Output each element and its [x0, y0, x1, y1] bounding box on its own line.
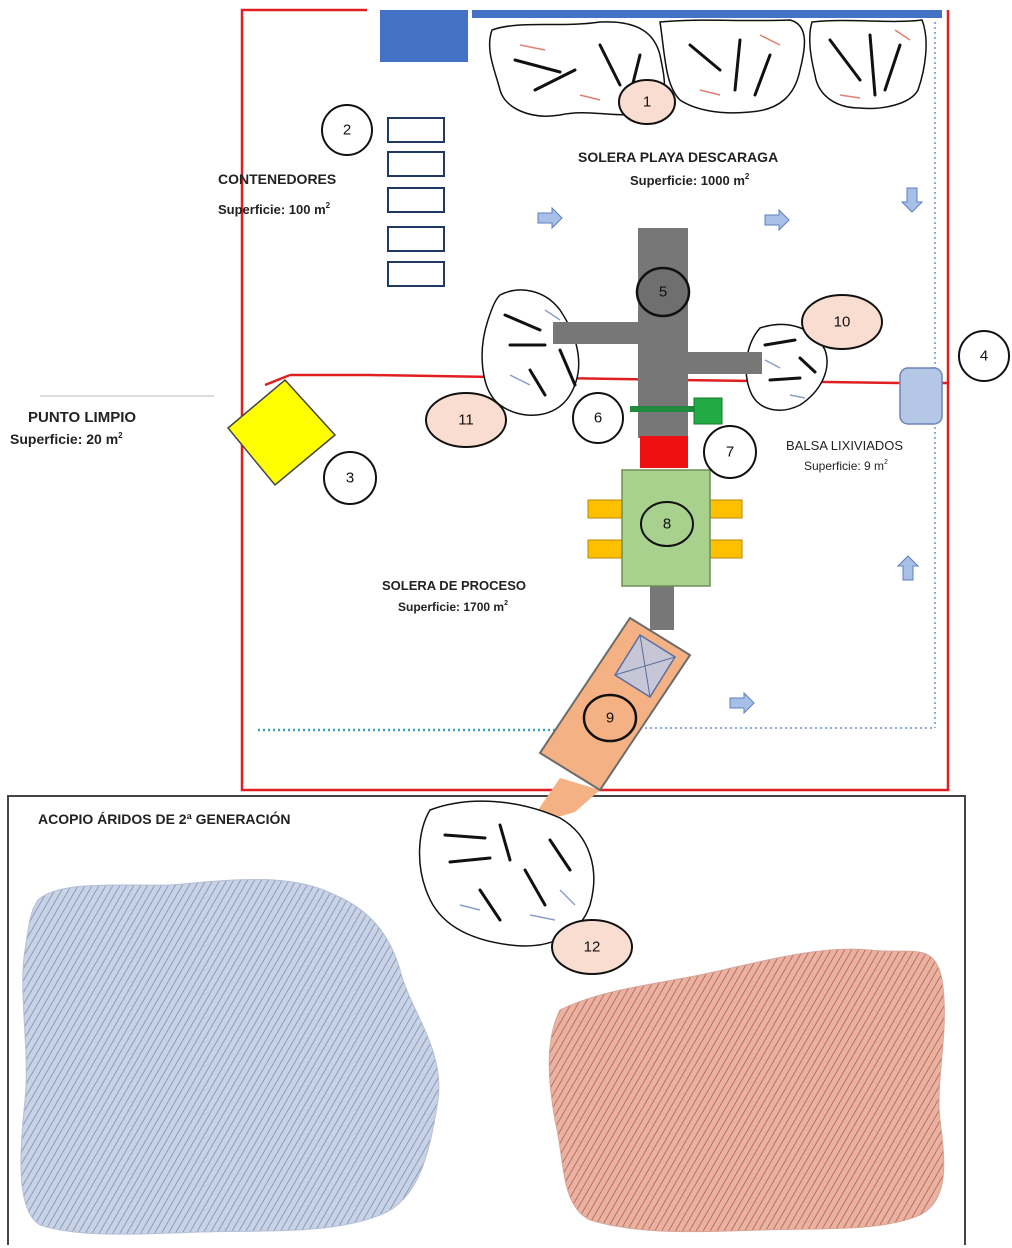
marker-5: 5 [635, 266, 691, 318]
svg-text:4: 4 [980, 348, 988, 365]
marker-9: 9 [582, 693, 638, 743]
pile-10 [745, 323, 828, 411]
leachate-area: Superficie: 9 m2 [804, 459, 888, 473]
marker-1: 1 [618, 79, 676, 125]
storage-title: ACOPIO ÁRIDOS DE 2ª GENERACIÓN [38, 810, 291, 827]
svg-text:7: 7 [726, 444, 734, 461]
marker-8: 8 [640, 501, 694, 547]
svg-text:11: 11 [458, 412, 474, 429]
zone-labels: SOLERA PLAYA DESCARAGA Superficie: 1000 … [10, 149, 903, 827]
red-aggregate-pile [548, 948, 945, 1233]
clean-point-area-label: Superficie: 20 m2 [10, 431, 123, 447]
leachate-title: BALSA LIXIVIADOS [786, 438, 903, 453]
process-area: Superficie: 1700 m2 [398, 600, 508, 614]
containers-area: Superficie: 100 m2 [218, 201, 331, 217]
svg-text:9: 9 [606, 710, 614, 727]
marker-7: 7 [703, 425, 757, 479]
feed-hopper-conveyor [553, 228, 762, 630]
numbered-markers: 1 2 3 4 5 6 7 8 9 10 11 12 [321, 79, 1010, 975]
marker-10: 10 [801, 294, 883, 350]
green-unit [693, 397, 723, 425]
leachate-pond [899, 367, 943, 425]
unloading-title: SOLERA PLAYA DESCARAGA [578, 149, 778, 165]
marker-12: 12 [551, 919, 633, 975]
blue-aggregate-pile [20, 879, 440, 1235]
blue-top-bar [472, 10, 942, 18]
svg-text:2: 2 [343, 122, 351, 139]
unloading-area: Superficie: 1000 m2 [630, 172, 750, 188]
blue-block [380, 10, 468, 62]
container-slots [387, 117, 445, 287]
svg-text:10: 10 [834, 314, 851, 331]
marker-2: 2 [321, 104, 373, 156]
magnetic-separator [630, 406, 696, 412]
clean-point-title: PUNTO LIMPIO [28, 409, 136, 426]
drainage-lines [258, 22, 936, 732]
storage-zone [7, 795, 966, 1245]
red-unit [640, 436, 688, 468]
marker-3: 3 [323, 451, 377, 505]
process-title: SOLERA DE PROCESO [382, 578, 526, 593]
pile-12 [418, 800, 595, 947]
marker-11: 11 [425, 392, 507, 448]
svg-text:12: 12 [584, 939, 601, 956]
marker-6: 6 [572, 392, 624, 444]
svg-text:8: 8 [663, 516, 671, 533]
clean-point-area [40, 378, 337, 487]
svg-text:5: 5 [659, 284, 667, 301]
svg-text:1: 1 [643, 94, 651, 111]
pile-11 [481, 289, 580, 416]
marker-4: 4 [958, 330, 1010, 382]
unloading-piles [488, 19, 927, 117]
svg-text:6: 6 [594, 410, 602, 427]
svg-text:3: 3 [346, 470, 354, 487]
containers-title: CONTENEDORES [218, 171, 336, 187]
